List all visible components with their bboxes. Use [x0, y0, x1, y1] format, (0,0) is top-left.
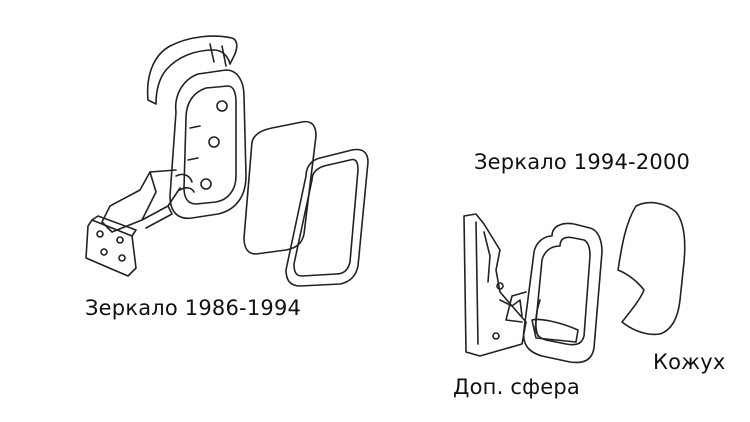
extra-sphere-part — [531, 318, 579, 343]
mounting-base-part — [85, 215, 137, 277]
label-extra-sphere: Доп. сфера — [453, 375, 580, 399]
mirror-1986-1994-drawing — [85, 35, 369, 287]
label-mirror-1986-1994: Зеркало 1986-1994 — [85, 296, 302, 320]
mirror-1994-2000-drawing — [463, 213, 603, 364]
door-bracket-part — [463, 213, 527, 357]
label-cover: Кожух — [653, 350, 726, 374]
mirror-frame-part — [285, 148, 369, 287]
top-cap-part — [146, 35, 238, 105]
mirror-arm-part — [101, 169, 195, 233]
mirror-housing-part — [505, 222, 603, 364]
housing-frame-part — [169, 69, 247, 220]
label-mirror-1994-2000: Зеркало 1994-2000 — [474, 150, 691, 174]
mirror-glass-part — [243, 120, 317, 255]
mirror-cover-drawing — [617, 201, 686, 336]
